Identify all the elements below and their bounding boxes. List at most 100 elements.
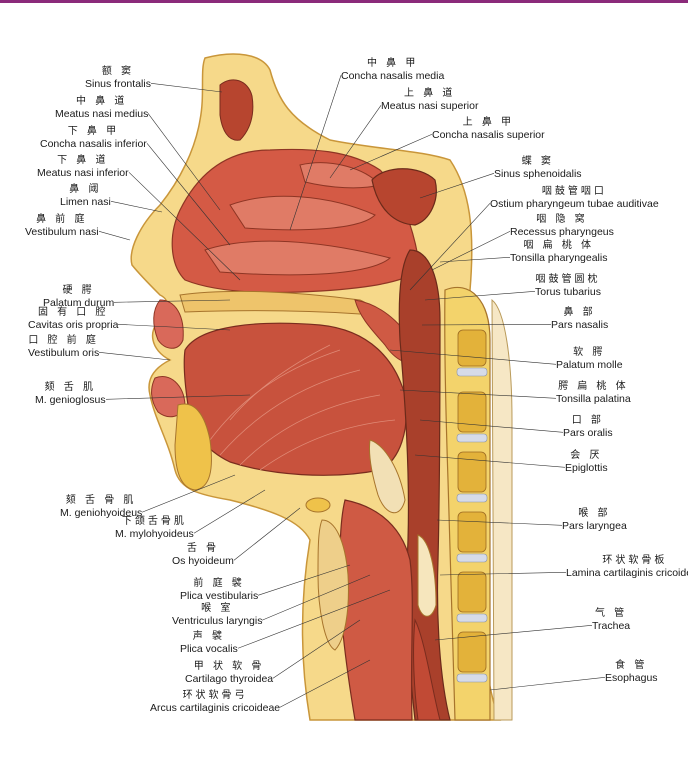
frontal-sinus-shape [219, 79, 254, 141]
label-pars-oralis-latin: Pars oralis [563, 426, 613, 439]
label-cartilago-thyroidea-latin: Cartilago thyroidea [185, 672, 274, 685]
tongue-fiber-lines [209, 344, 396, 471]
label-sinus-sphenoidalis-zh: 蝶 窦 [521, 156, 554, 167]
leader-line-m-genioglossus [105, 394, 251, 400]
leader-line-palatum-durum [113, 299, 231, 303]
label-meatus-nasi-superior-latin: Meatus nasi superior [381, 99, 479, 112]
top-border [0, 0, 688, 3]
label-palatum-molle-latin: Palatum molle [556, 358, 623, 371]
label-ventriculus-laryngis-zh: 喉 室 [201, 603, 234, 614]
leader-line-meatus-nasi-superior [329, 105, 382, 179]
label-m-geniohyoideus-latin: M. geniohyoideus [60, 506, 143, 519]
leader-line-cavitas-oris-propria [117, 323, 231, 331]
label-palatum-durum-latin: Palatum durum [43, 296, 115, 309]
label-concha-nasalis-media-zh: 中 鼻 甲 [366, 58, 419, 69]
turbinate-middle-shape [229, 195, 376, 231]
label-pars-oralis-zh: 口 部 [571, 415, 604, 426]
cricoid-lamina-shape [417, 534, 437, 617]
leader-line-pars-nasalis [421, 323, 552, 326]
leader-line-meatus-nasi-medius [147, 113, 221, 211]
leader-line-plica-vestibularis [257, 564, 351, 596]
leader-line-concha-nasalis-inferior [146, 143, 231, 246]
upper-lip-shape [153, 299, 184, 349]
leader-line-ostium-pharyngeum [409, 203, 491, 291]
sphenoid-sinus-shape [371, 168, 437, 226]
label-m-genioglossus-latin: M. genioglosus [35, 393, 106, 406]
turbinate-inferior-shape [204, 240, 392, 276]
spinal-cord-shape [491, 298, 513, 721]
label-sinus-sphenoidalis-latin: Sinus sphenoidalis [494, 167, 582, 180]
label-vestibulum-nasi-zh: 鼻 前 庭 [36, 214, 88, 225]
esophagus-shape [413, 618, 441, 721]
leader-line-cartilago-thyroidea [272, 619, 361, 679]
label-tonsilla-pharyngealis-latin: Tonsilla pharyngealis [510, 251, 608, 264]
label-pars-nasalis-zh: 鼻 部 [563, 307, 596, 318]
label-arcus-cartilaginis-cricoideae-zh: 环状软骨弓 [182, 690, 248, 701]
leader-line-plica-vocalis [237, 589, 391, 649]
label-m-mylohyoideus-zh: 下颌舌骨肌 [121, 516, 187, 527]
label-epiglottis-latin: Epiglottis [565, 461, 608, 474]
leader-line-trachea [434, 624, 593, 641]
label-limen-nasi-latin: Limen nasi [60, 195, 111, 208]
label-ostium-pharyngeum-latin: Ostium pharyngeum tubae auditivae [490, 197, 659, 210]
leader-line-concha-nasalis-media [289, 75, 342, 231]
label-vestibulum-oris-latin: Vestibulum oris [28, 346, 100, 359]
label-epiglottis-zh: 会 厌 [570, 450, 603, 461]
label-vestibulum-oris-zh: 口 腔 前 庭 [28, 335, 99, 346]
label-arcus-cartilaginis-cricoideae-latin: Arcus cartilaginis cricoideae [150, 701, 281, 714]
leader-line-lamina-cartilaginis-cricoideae [439, 571, 567, 576]
label-ostium-pharyngeum-zh: 咽鼓管咽口 [541, 186, 607, 197]
epiglottis-shape [369, 439, 406, 513]
label-torus-tubarius-zh: 咽鼓管圆枕 [535, 274, 601, 285]
label-plica-vestibularis-zh: 前 庭 襞 [193, 578, 245, 589]
leader-line-sinus-sphenoidalis [419, 172, 495, 199]
leader-line-esophagus [489, 676, 606, 691]
leader-line-m-mylohyoideus [193, 489, 266, 534]
label-pars-laryngea-latin: Pars laryngea [562, 519, 627, 532]
label-lamina-cartilaginis-cricoideae-zh: 环状软骨板 [602, 555, 668, 566]
hyoid-bone-shape [305, 497, 331, 513]
label-cavitas-oris-propria-zh: 固 有 口 腔 [37, 307, 109, 318]
leader-line-pars-laryngea [436, 519, 563, 526]
label-meatus-nasi-superior-zh: 上 鼻 道 [404, 88, 456, 99]
label-m-genioglossus-zh: 颏 舌 肌 [44, 382, 96, 393]
label-ventriculus-laryngis-latin: Ventriculus laryngis [172, 614, 263, 627]
leader-line-vestibulum-oris [98, 351, 171, 361]
label-plica-vocalis-latin: Plica vocalis [180, 642, 238, 655]
leader-line-sinus-frontalis [150, 82, 223, 93]
label-meatus-nasi-inferior-latin: Meatus nasi inferior [37, 166, 129, 179]
leader-line-palatum-molle [389, 349, 557, 365]
label-meatus-nasi-medius-latin: Meatus nasi medius [55, 107, 149, 120]
label-meatus-nasi-inferior-zh: 下 鼻 道 [57, 155, 109, 166]
leader-line-vestibulum-nasi [98, 230, 131, 241]
label-tonsilla-palatina-latin: Tonsilla palatina [556, 392, 631, 405]
label-tonsilla-palatina-zh: 腭 扁 桃 体 [558, 381, 629, 392]
label-recessus-pharyngeus-latin: Recessus pharyngeus [510, 225, 614, 238]
label-torus-tubarius-latin: Torus tubarius [535, 285, 601, 298]
label-recessus-pharyngeus-zh: 咽 隐 窝 [536, 214, 588, 225]
label-cartilago-thyroidea-zh: 甲 状 软 骨 [193, 661, 265, 672]
